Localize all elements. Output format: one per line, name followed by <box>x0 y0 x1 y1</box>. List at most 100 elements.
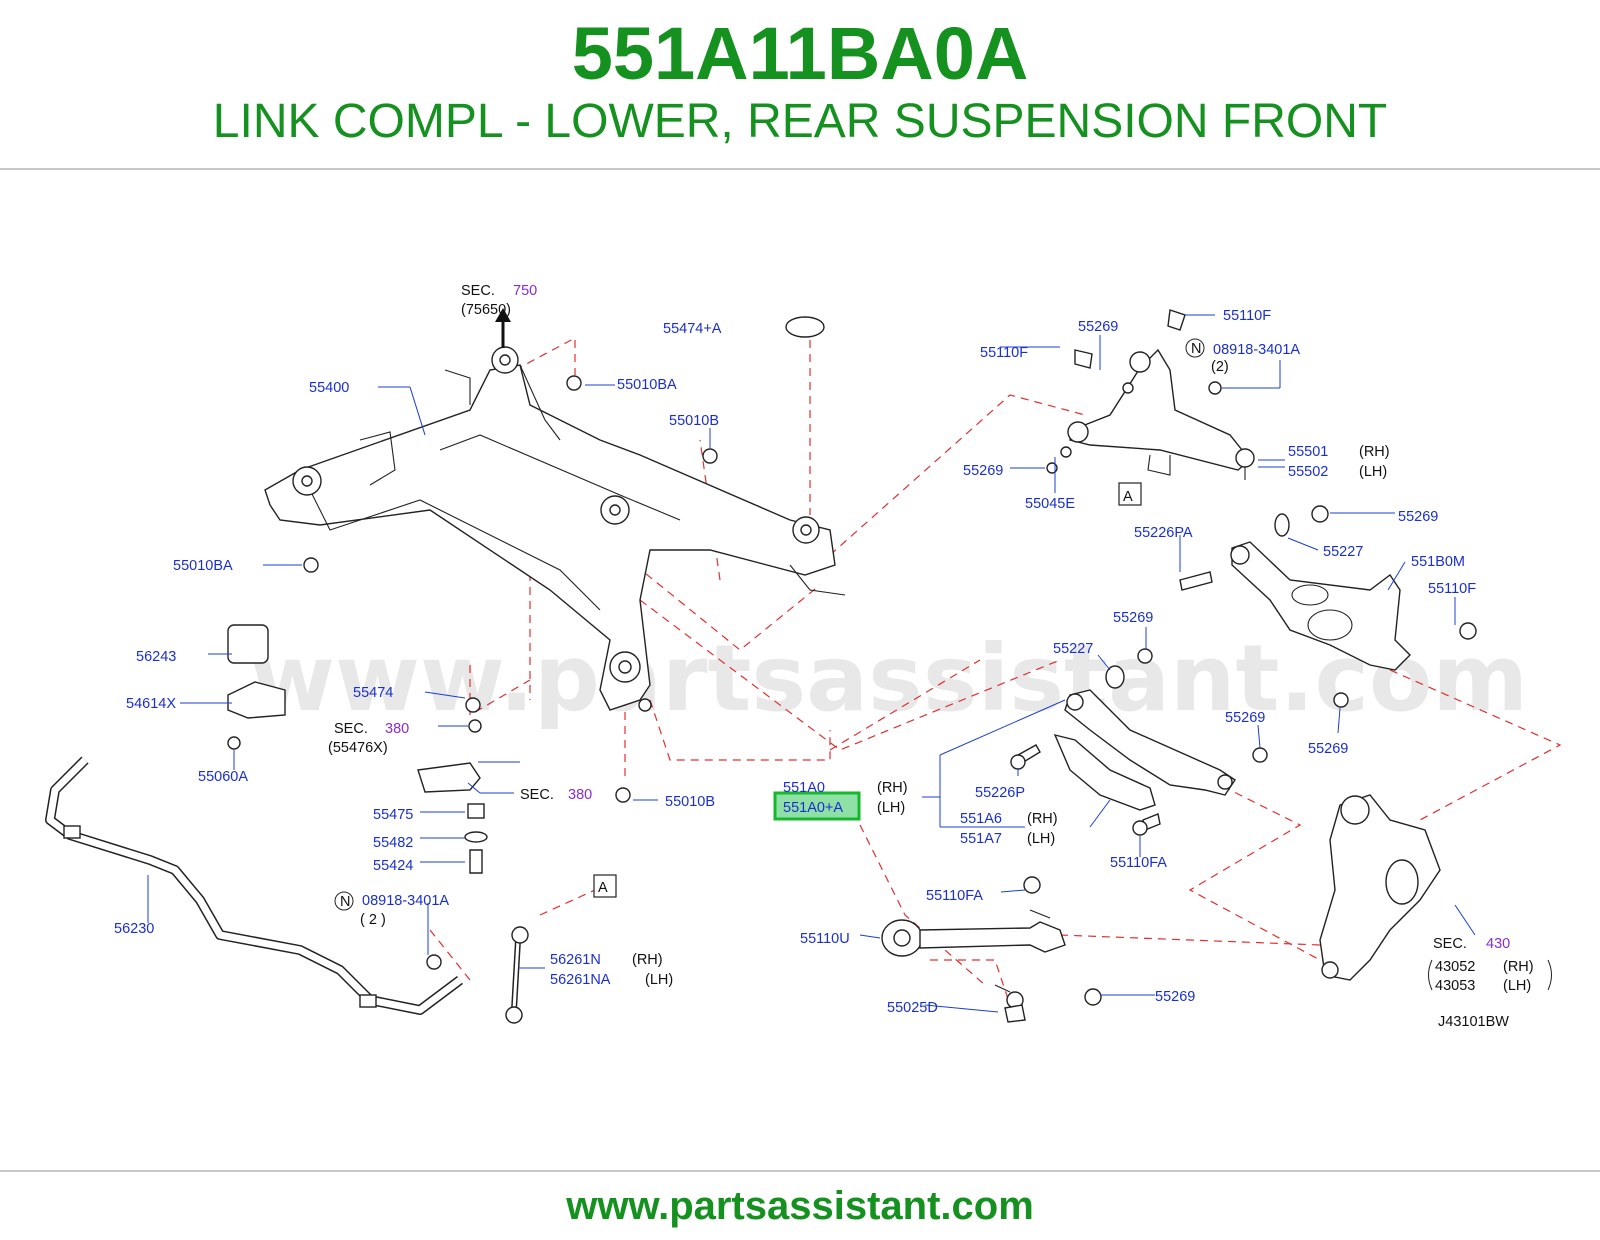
label-551a7: 551A7 <box>960 831 1002 847</box>
brace-right <box>1547 959 1552 991</box>
leader-lines <box>147 314 1476 1013</box>
label-55501: 55501 <box>1288 444 1328 460</box>
ref-a-box-left <box>593 874 617 898</box>
rh-56261n: (RH) <box>632 952 663 968</box>
label-56243: 56243 <box>136 649 176 665</box>
n-mark-left <box>334 891 354 911</box>
label-55110f-left: 55110F <box>980 345 1028 361</box>
label-55045e: 55045E <box>1025 496 1075 512</box>
link-551a0 <box>1053 689 1236 811</box>
part-title: LINK COMPL - LOWER, REAR SUSPENSION FRON… <box>212 95 1388 148</box>
label-55110u: 55110U <box>800 931 850 947</box>
sec380b-number: 380 <box>568 787 592 803</box>
label-55110f-top: 55110F <box>1223 308 1271 324</box>
stabilizer-link-56261n <box>505 926 529 1024</box>
lh-56261na: (LH) <box>645 972 673 988</box>
label-55269-r3: 55269 <box>1308 741 1348 757</box>
label-55226pa: 55226PA <box>1134 525 1193 541</box>
label-55010ba-1: 55010BA <box>617 377 677 393</box>
page-header: 551A11BA0A LINK COMPL - LOWER, REAR SUSP… <box>0 0 1600 168</box>
subframe-55400 <box>264 346 846 712</box>
small-parts <box>227 309 1477 1023</box>
label-55269-top: 55269 <box>1078 319 1118 335</box>
sec750-sub: (75650) <box>461 302 511 318</box>
lower-arm-551b0m <box>1230 541 1411 671</box>
brace-left <box>1428 959 1433 991</box>
label-55474: 55474 <box>353 685 393 701</box>
label-55060a: 55060A <box>198 769 248 785</box>
ref-a-box-right <box>1118 482 1142 506</box>
diagram-code: J43101BW <box>1438 1014 1509 1030</box>
label-551a6: 551A6 <box>960 811 1002 827</box>
lh-551a7: (LH) <box>1027 831 1055 847</box>
footer-url[interactable]: www.partsassistant.com <box>566 1184 1034 1228</box>
part-number: 551A11BA0A <box>571 12 1029 95</box>
label-08918-right: 08918-3401A <box>1213 342 1300 358</box>
header-divider <box>0 168 1600 170</box>
highlight-box <box>773 791 861 821</box>
label-55269-r4: 55269 <box>1225 710 1265 726</box>
label-55226p: 55226P <box>975 785 1025 801</box>
sec750-label: SEC. <box>461 283 495 299</box>
label-55269-mid: 55269 <box>963 463 1003 479</box>
label-55424: 55424 <box>373 858 413 874</box>
footer-divider <box>0 1170 1600 1172</box>
ref-a-right: A <box>1123 489 1133 505</box>
label-55010b-2: 55010B <box>665 794 715 810</box>
label-55475: 55475 <box>373 807 413 823</box>
rear-link-55110u <box>881 876 1066 1009</box>
sec430-rh: (RH) <box>1503 959 1534 975</box>
qty-right: (2) <box>1211 359 1229 375</box>
label-55010b-1: 55010B <box>669 413 719 429</box>
label-54614x: 54614X <box>126 696 176 712</box>
label-55110fa-2: 55110FA <box>926 888 983 904</box>
ref-a-left: A <box>598 880 608 896</box>
label-55227-2: 55227 <box>1053 641 1093 657</box>
label-55269-bottom: 55269 <box>1155 989 1195 1005</box>
n-mark-left-text: N <box>340 894 350 910</box>
stabilizer-bar-56230 <box>45 756 463 1015</box>
sec430-p2: 43053 <box>1435 978 1475 994</box>
n-mark-right <box>1185 338 1205 358</box>
sec430-number: 430 <box>1486 936 1510 952</box>
sec380a-sub: (55476X) <box>328 740 388 756</box>
label-551a0a: 551A0+A <box>783 800 843 816</box>
label-55010ba-2: 55010BA <box>173 558 233 574</box>
label-55269-r1: 55269 <box>1398 509 1438 525</box>
sec430-p1: 43052 <box>1435 959 1475 975</box>
lh-55502: (LH) <box>1359 464 1387 480</box>
label-56261n: 56261N <box>550 952 601 968</box>
rh-551a0: (RH) <box>877 780 908 796</box>
n-mark-right-text: N <box>1191 341 1201 357</box>
sec430-label: SEC. <box>1433 936 1467 952</box>
sec380a-label: SEC. <box>334 721 368 737</box>
sec750-arrow <box>495 308 511 348</box>
qty-left: ( 2 ) <box>360 912 386 928</box>
label-08918-left: 08918-3401A <box>362 893 449 909</box>
label-55482: 55482 <box>373 835 413 851</box>
label-55110fa-1: 55110FA <box>1110 855 1167 871</box>
sec380a-number: 380 <box>385 721 409 737</box>
lh-551a0a: (LH) <box>877 800 905 816</box>
label-55502: 55502 <box>1288 464 1328 480</box>
upper-arm-55501 <box>1067 348 1255 480</box>
labels: SEC. 750 (75650) 55474+A 55400 55010BA 5… <box>114 283 1534 1030</box>
label-56230: 56230 <box>114 921 154 937</box>
label-55400: 55400 <box>309 380 349 396</box>
sec430-lh: (LH) <box>1503 978 1531 994</box>
label-551a0: 551A0 <box>783 780 825 796</box>
label-55025d: 55025D <box>887 1000 938 1016</box>
rh-55501: (RH) <box>1359 444 1390 460</box>
label-55227-1: 55227 <box>1323 544 1363 560</box>
sec380b-label: SEC. <box>520 787 554 803</box>
watermark: www.partsassistant.com <box>250 625 1528 732</box>
label-55474a: 55474+A <box>663 321 722 337</box>
label-56261na: 56261NA <box>550 972 611 988</box>
parts-diagram: www.partsassistant.com <box>45 283 1562 1030</box>
sec750-number: 750 <box>513 283 537 299</box>
rh-551a6: (RH) <box>1027 811 1058 827</box>
label-55269-r2: 55269 <box>1113 610 1153 626</box>
label-551b0m: 551B0M <box>1411 554 1465 570</box>
label-55110f-right: 55110F <box>1428 581 1476 597</box>
knuckle-sec430 <box>1319 794 1441 981</box>
